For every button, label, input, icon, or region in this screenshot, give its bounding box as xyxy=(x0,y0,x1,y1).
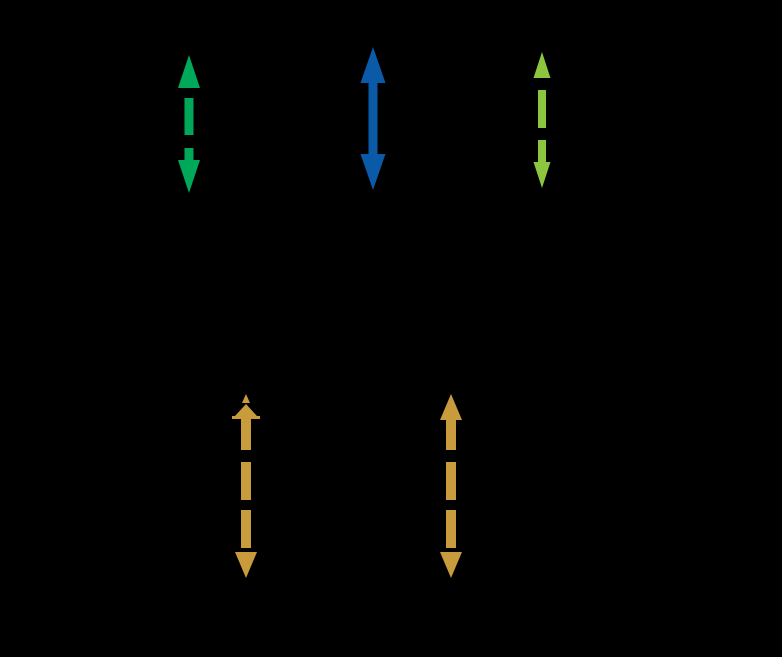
arrow-light-green xyxy=(533,52,551,188)
ochre-left-arrowhead-top-tip xyxy=(242,394,250,403)
ochre-right-dash-1 xyxy=(446,415,456,450)
blue-arrowhead-top xyxy=(360,47,386,83)
dark-green-dash-1 xyxy=(184,98,194,135)
light-green-dash-1 xyxy=(538,90,546,128)
dark-green-arrowhead-bottom xyxy=(178,160,200,193)
ochre-left-arrowhead-bottom xyxy=(235,552,257,578)
light-green-arrowhead-top xyxy=(533,52,551,78)
ochre-right-dash-3 xyxy=(446,510,456,548)
blue-arrowhead-bottom xyxy=(360,154,386,190)
ochre-right-arrowhead-bottom xyxy=(440,552,462,578)
light-green-arrowhead-bottom xyxy=(533,162,551,188)
ochre-left-dash-3 xyxy=(241,510,251,548)
light-green-dash-2 xyxy=(538,140,546,164)
ochre-left-arrowhead-top-base xyxy=(235,404,257,416)
arrow-blue xyxy=(360,47,386,190)
ochre-right-arrowhead-top xyxy=(440,394,462,420)
arrow-ochre-left xyxy=(232,394,260,578)
dark-green-dash-2 xyxy=(184,148,194,170)
arrow-dark-green xyxy=(178,55,200,193)
ochre-left-arrowhead-top-collar xyxy=(232,416,260,419)
arrow-ochre-right xyxy=(440,394,462,578)
ochre-right-dash-2 xyxy=(446,462,456,500)
ochre-left-dash-1 xyxy=(241,419,251,450)
ochre-left-dash-2 xyxy=(241,462,251,500)
dark-green-arrowhead-top xyxy=(178,55,200,88)
blue-shaft xyxy=(368,78,378,155)
